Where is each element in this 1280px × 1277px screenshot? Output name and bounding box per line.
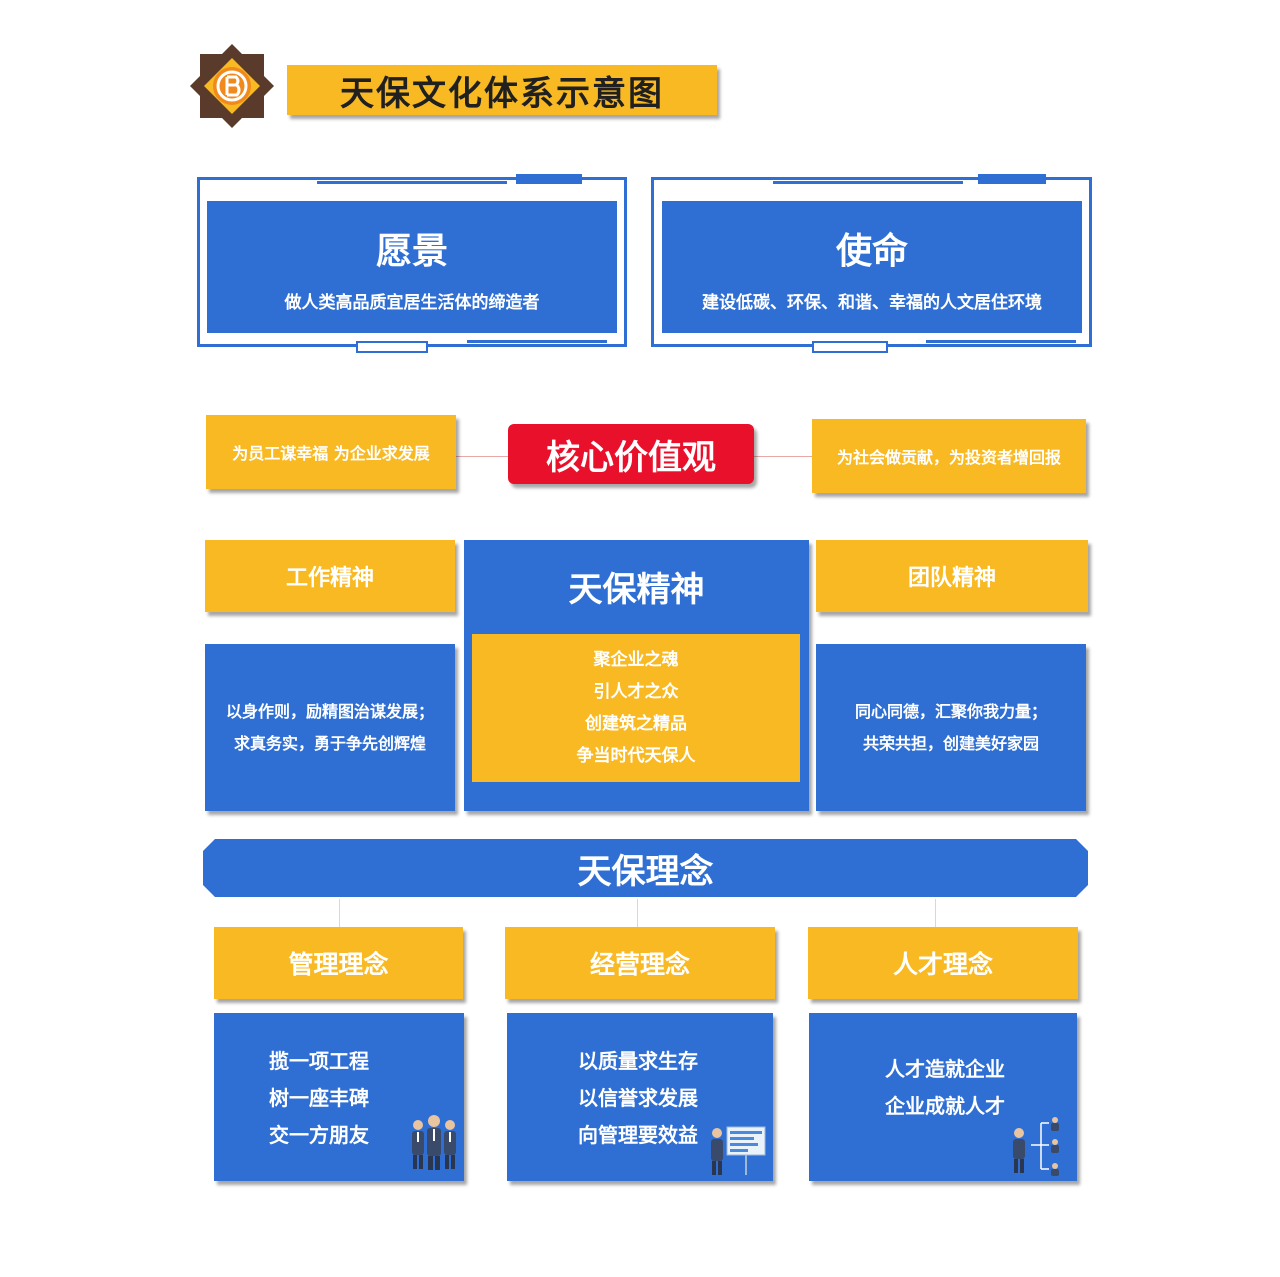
concept-title: 天保理念 <box>577 851 714 892</box>
concept-connector <box>637 899 638 927</box>
work-spirit-line: 求真务实，勇于争先创辉煌 <box>233 733 426 753</box>
vision-frame-line <box>317 181 507 184</box>
talent-concept-line: 人才造就企业 <box>885 1057 1005 1081</box>
work-spirit-line: 以身作则，励精图治谋发展； <box>225 701 434 721</box>
page-title: 天保文化体系示意图 <box>287 65 717 115</box>
talent-concept-line: 企业成就人才 <box>885 1094 1005 1118</box>
vision-text: 做人类高品质宜居生活体的缔造者 <box>284 292 540 313</box>
mission-frame-line-bottom <box>926 340 1076 343</box>
business-concept-lines: 以质量求生存 以信誉求发展 向管理要效益 <box>505 1033 771 1163</box>
core-values-connector-left <box>456 456 512 457</box>
tianbao-spirit-line: 争当时代天保人 <box>576 746 696 766</box>
talent-concept-title: 人才理念 <box>808 927 1078 999</box>
management-concept-lines: 揽一项工程 树一座丰碑 交一方朋友 <box>194 1033 444 1163</box>
core-values-connector-right <box>752 456 814 457</box>
management-concept-panel: 揽一项工程 树一座丰碑 交一方朋友 <box>214 1013 464 1181</box>
core-values-title: 核心价值观 <box>508 424 754 484</box>
business-people-icon <box>412 1115 456 1170</box>
vision-frame-tab <box>516 174 582 184</box>
mission-frame-cap <box>812 341 888 353</box>
team-spirit-line: 同心同德，汇聚你我力量； <box>854 701 1047 721</box>
company-logo <box>190 44 274 128</box>
vision-panel: 愿景 做人类高品质宜居生活体的缔造者 <box>207 201 617 333</box>
business-concept-line: 以质量求生存 <box>578 1048 698 1073</box>
concept-banner: 天保理念 <box>203 839 1088 897</box>
vision-frame-cap <box>356 341 428 353</box>
business-concept-panel: 以质量求生存 以信誉求发展 向管理要效益 <box>507 1013 773 1181</box>
work-spirit-panel: 以身作则，励精图治谋发展； 求真务实，勇于争先创辉煌 <box>205 644 455 811</box>
business-concept-line: 以信誉求发展 <box>578 1085 698 1110</box>
team-spirit-title: 团队精神 <box>816 540 1088 612</box>
business-concept-line: 向管理要效益 <box>578 1122 698 1147</box>
management-concept-title: 管理理念 <box>214 927 463 999</box>
business-concept-title: 经营理念 <box>505 927 775 999</box>
core-values-right: 为社会做贡献，为投资者增回报 <box>812 419 1086 493</box>
tianbao-spirit-list: 聚企业之魂 引人才之众 创建筑之精品 争当时代天保人 <box>472 634 800 782</box>
talent-concept-lines: 人才造就企业 企业成就人才 <box>811 1023 1079 1153</box>
core-values-left: 为员工谋幸福 为企业求发展 <box>206 415 456 489</box>
presentation-icon <box>711 1126 766 1175</box>
mission-title: 使命 <box>835 230 908 272</box>
mission-text: 建设低碳、环保、和谐、幸福的人文居住环境 <box>702 292 1042 313</box>
management-concept-line: 树一座丰碑 <box>269 1085 369 1110</box>
mission-frame-tab <box>978 174 1046 184</box>
concept-connector <box>339 899 340 927</box>
concept-connector <box>935 899 936 927</box>
vision-title: 愿景 <box>375 230 448 272</box>
tianbao-spirit-panel: 天保精神 聚企业之魂 引人才之众 创建筑之精品 争当时代天保人 <box>464 540 809 811</box>
management-concept-line: 交一方朋友 <box>269 1122 369 1147</box>
mission-panel: 使命 建设低碳、环保、和谐、幸福的人文居住环境 <box>662 201 1082 333</box>
management-concept-line: 揽一项工程 <box>269 1048 369 1073</box>
tianbao-spirit-line: 聚企业之魂 <box>593 650 679 670</box>
team-spirit-line: 共荣共担，创建美好家园 <box>862 733 1039 753</box>
org-chart-icon <box>1013 1117 1059 1176</box>
work-spirit-title: 工作精神 <box>205 540 455 612</box>
tianbao-spirit-line: 引人才之众 <box>593 682 679 702</box>
tianbao-spirit-line: 创建筑之精品 <box>585 714 687 734</box>
team-spirit-panel: 同心同德，汇聚你我力量； 共荣共担，创建美好家园 <box>816 644 1086 811</box>
talent-concept-panel: 人才造就企业 企业成就人才 <box>809 1013 1077 1181</box>
vision-frame-line-bottom <box>467 340 607 343</box>
tianbao-spirit-title: 天保精神 <box>568 569 705 610</box>
mission-frame-line <box>773 181 963 184</box>
